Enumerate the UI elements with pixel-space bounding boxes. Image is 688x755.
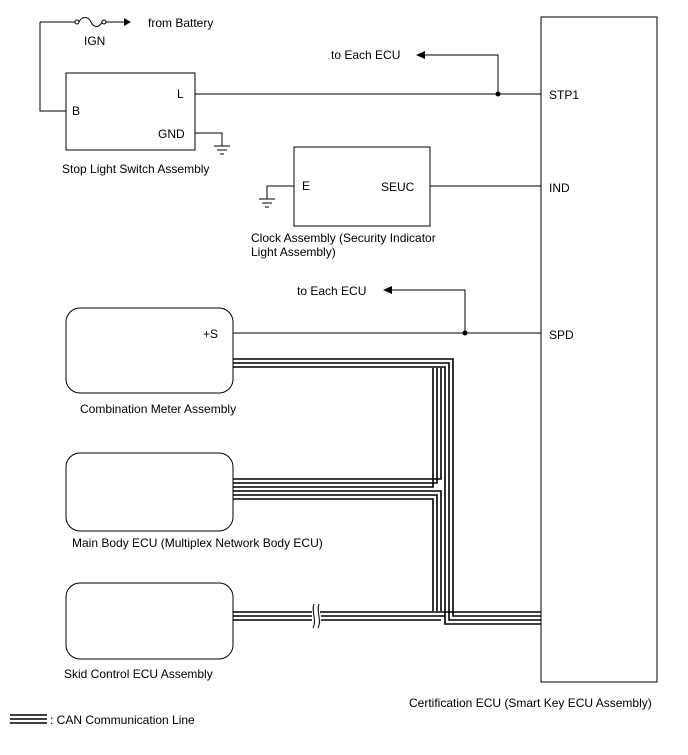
combination-meter-name: Combination Meter Assembly xyxy=(80,402,236,416)
main-body-ecu-name: Main Body ECU (Multiplex Network Body EC… xyxy=(72,536,323,550)
pin-l-label: L xyxy=(177,87,184,101)
can-bus xyxy=(233,358,541,625)
legend-can-line-label: : CAN Communication Line xyxy=(50,713,195,727)
main-body-ecu-box xyxy=(65,452,234,532)
to-each-ecu-label-1: to Each ECU xyxy=(331,48,400,62)
pin-stp1-label: STP1 xyxy=(549,88,579,102)
from-battery-label: from Battery xyxy=(148,16,213,30)
pin-b-label: B xyxy=(72,104,80,118)
ign-fuse-label: IGN xyxy=(84,34,105,48)
skid-control-ecu-box xyxy=(65,582,234,660)
pin-ind-label: IND xyxy=(549,181,570,195)
certification-ecu-name: Certification ECU (Smart Key ECU Assembl… xyxy=(409,696,652,710)
pin-s-label: +S xyxy=(203,327,218,341)
arrow-from-battery-icon xyxy=(124,18,131,26)
clock-assembly-name-line2: Light Assembly) xyxy=(251,245,336,259)
to-each-ecu-label-2: to Each ECU xyxy=(297,284,366,298)
pin-e-label: E xyxy=(302,179,310,193)
stop-light-switch-name: Stop Light Switch Assembly xyxy=(62,162,209,176)
ground-icon xyxy=(195,132,230,155)
clock-assembly-box xyxy=(293,146,431,227)
arrow-to-each-ecu-icon xyxy=(416,51,425,59)
battery-feed xyxy=(40,17,131,27)
ign-wire xyxy=(39,22,66,112)
stop-light-switch-box xyxy=(65,72,196,151)
combination-meter-box xyxy=(65,307,234,394)
pin-spd-label: SPD xyxy=(549,328,574,342)
fuse-icon xyxy=(78,17,103,27)
ground-icon xyxy=(259,185,294,208)
pin-seuc-label: SEUC xyxy=(381,180,415,194)
clock-assembly-name-line1: Clock Assembly (Security Indicator xyxy=(251,231,436,245)
arrow-to-each-ecu-icon xyxy=(383,286,392,294)
fuse-terminal-icon xyxy=(74,19,80,25)
legend-can-line-icon xyxy=(10,714,47,724)
certification-ecu-box xyxy=(540,16,658,683)
skid-control-ecu-name: Skid Control ECU Assembly xyxy=(64,667,213,681)
line-break-icon xyxy=(312,603,320,629)
pin-gnd-label: GND xyxy=(158,127,185,141)
